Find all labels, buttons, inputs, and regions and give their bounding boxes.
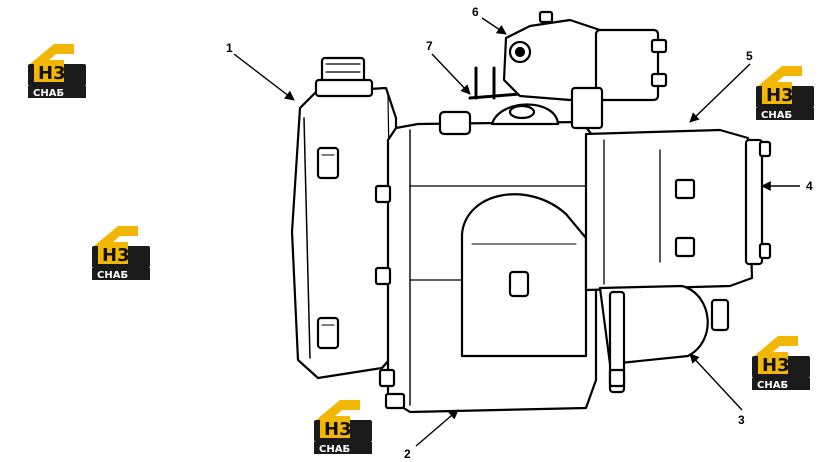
- flange-bolt-upper: [316, 146, 340, 180]
- callout-5: 5: [746, 49, 753, 63]
- svg-text:Н3: Н3: [762, 355, 790, 376]
- end-cover-plate: [744, 138, 764, 266]
- svg-text:Н3: Н3: [766, 85, 794, 106]
- svg-text:Н3: Н3: [38, 63, 66, 84]
- watermark-logo: Н3 СНАБ: [756, 66, 814, 121]
- leader-5: [689, 63, 751, 123]
- callout-6: 6: [472, 5, 479, 19]
- svg-text:Н3: Н3: [102, 245, 130, 266]
- callout-labels: 1 2 3 4 5 6 7: [226, 5, 813, 461]
- svg-text:СНАБ: СНАБ: [97, 270, 128, 281]
- housing-top-bolt: [438, 110, 472, 136]
- leader-6: [481, 17, 507, 35]
- watermark-logo: Н3 СНАБ: [92, 226, 150, 281]
- callout-2: 2: [404, 447, 411, 461]
- cover-bolt: [508, 270, 530, 298]
- watermark-logo: Н3 СНАБ: [752, 336, 810, 391]
- fuel-pump-illustration: [290, 10, 772, 414]
- callout-7: 7: [426, 39, 433, 53]
- svg-text:СНАБ: СНАБ: [33, 88, 64, 99]
- pump-rear-section: [584, 128, 754, 292]
- leader-lines: [233, 17, 800, 447]
- leader-3: [689, 353, 743, 411]
- watermark-logo: Н3 СНАБ: [314, 400, 372, 455]
- leader-7: [431, 53, 471, 95]
- svg-text:СНАБ: СНАБ: [761, 110, 792, 121]
- watermark-logo: Н3 СНАБ: [28, 44, 86, 99]
- svg-text:СНАБ: СНАБ: [757, 380, 788, 391]
- svg-text:СНАБ: СНАБ: [319, 444, 350, 455]
- leader-1: [233, 53, 295, 101]
- lower-actuator: [598, 284, 709, 366]
- leader-2: [415, 409, 459, 447]
- svg-text:Н3: Н3: [324, 419, 352, 440]
- flange-bolt-lower: [316, 316, 340, 350]
- callout-1: 1: [226, 41, 233, 55]
- callout-4: 4: [806, 179, 813, 193]
- callout-3: 3: [738, 413, 745, 427]
